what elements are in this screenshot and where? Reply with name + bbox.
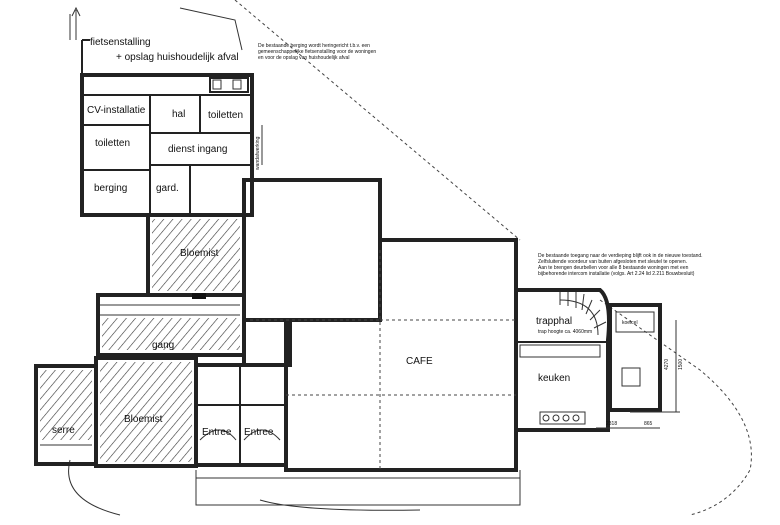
cafe-walls: [284, 238, 518, 472]
dim-d4: 4270: [664, 359, 670, 370]
note-top-line-2: gemeenschappelijke fietsenstalling voor …: [258, 49, 376, 55]
toilet-icon: [212, 79, 222, 90]
note-right-line-4: bijbehorende intercom installatie (volgs…: [538, 271, 695, 277]
kitchen-walls: [516, 288, 611, 432]
label-bloemist-bottom: Bloemist: [124, 414, 163, 425]
arrow-icon: [69, 6, 81, 40]
gang-hatch: [102, 318, 240, 350]
note-top-line-1: De bestaande berging wordt heringericht …: [258, 43, 370, 49]
koelcel-inner: [615, 311, 655, 333]
label-dienst-ingang: dienst ingang: [168, 144, 228, 155]
label-trappenhal: trapphal: [536, 316, 572, 327]
label-berging: berging: [94, 183, 127, 194]
dim-d3: 1500: [678, 359, 684, 370]
label-entree-1: Entree: [202, 427, 232, 438]
dark-mark: [192, 293, 206, 299]
label-bloemist-top: Bloemist: [180, 248, 219, 259]
label-serre: serre: [52, 425, 75, 436]
label-fietsenstalling: fietsenstalling: [90, 37, 151, 48]
dim-d1: 2318: [606, 421, 617, 427]
label-keuken: keuken: [538, 373, 570, 384]
note-stair-height: trap hoogte ca. 4060mm: [538, 329, 592, 335]
kitchen-counter: [519, 344, 601, 358]
label-koelcel: koelcel: [622, 320, 638, 326]
toilet-block: [209, 77, 249, 93]
koelcel-walls: [608, 303, 662, 412]
door-swing: [199, 429, 237, 441]
bloemist-bottom-hatch: [100, 362, 192, 462]
serre-walls: [34, 364, 98, 466]
top-boundary: [179, 7, 243, 51]
label-toiletten: toiletten: [95, 138, 130, 149]
note-top-line-3: en voor de opslag van huishoudelijk afva…: [258, 55, 349, 61]
label-entree-2: Entree: [244, 427, 274, 438]
bloemist-top-hatch: [152, 219, 240, 291]
door-swing: [243, 429, 281, 441]
kitchen-counter-bottom: [539, 411, 586, 425]
label-cv-installatie: CV-installatie: [87, 105, 146, 116]
middle-block-walls: [242, 178, 382, 322]
label-hal: hal: [172, 109, 185, 120]
toilet-icon: [232, 79, 242, 90]
note-right-line-1: De bestaande toegang naar de verdieping …: [538, 253, 703, 259]
note-right-line-2: Zelfsluitende voordeur van buiten afgesl…: [538, 259, 687, 265]
site-boundary-line: [234, 0, 752, 516]
label-gang: gang: [152, 340, 174, 351]
stove-icon: [542, 414, 580, 422]
label-toiletten-top: toiletten: [208, 110, 243, 121]
koelcel-box: [621, 367, 641, 387]
serre-hatch: [40, 370, 92, 440]
facade: [195, 470, 521, 506]
dim-d2: 865: [644, 421, 653, 427]
note-side-text: wandafwerking: [255, 136, 261, 170]
label-gard: gard.: [156, 183, 179, 194]
stair-steps: [559, 292, 607, 329]
label-cafe: CAFE: [406, 356, 433, 367]
label-opslag: + opslag huishoudelijk afval: [116, 52, 239, 63]
note-right-line-3: Aan te brengen deurbellen voor alle 8 be…: [538, 265, 689, 271]
small-block-walls: [242, 318, 292, 367]
street-curve: [68, 459, 421, 516]
